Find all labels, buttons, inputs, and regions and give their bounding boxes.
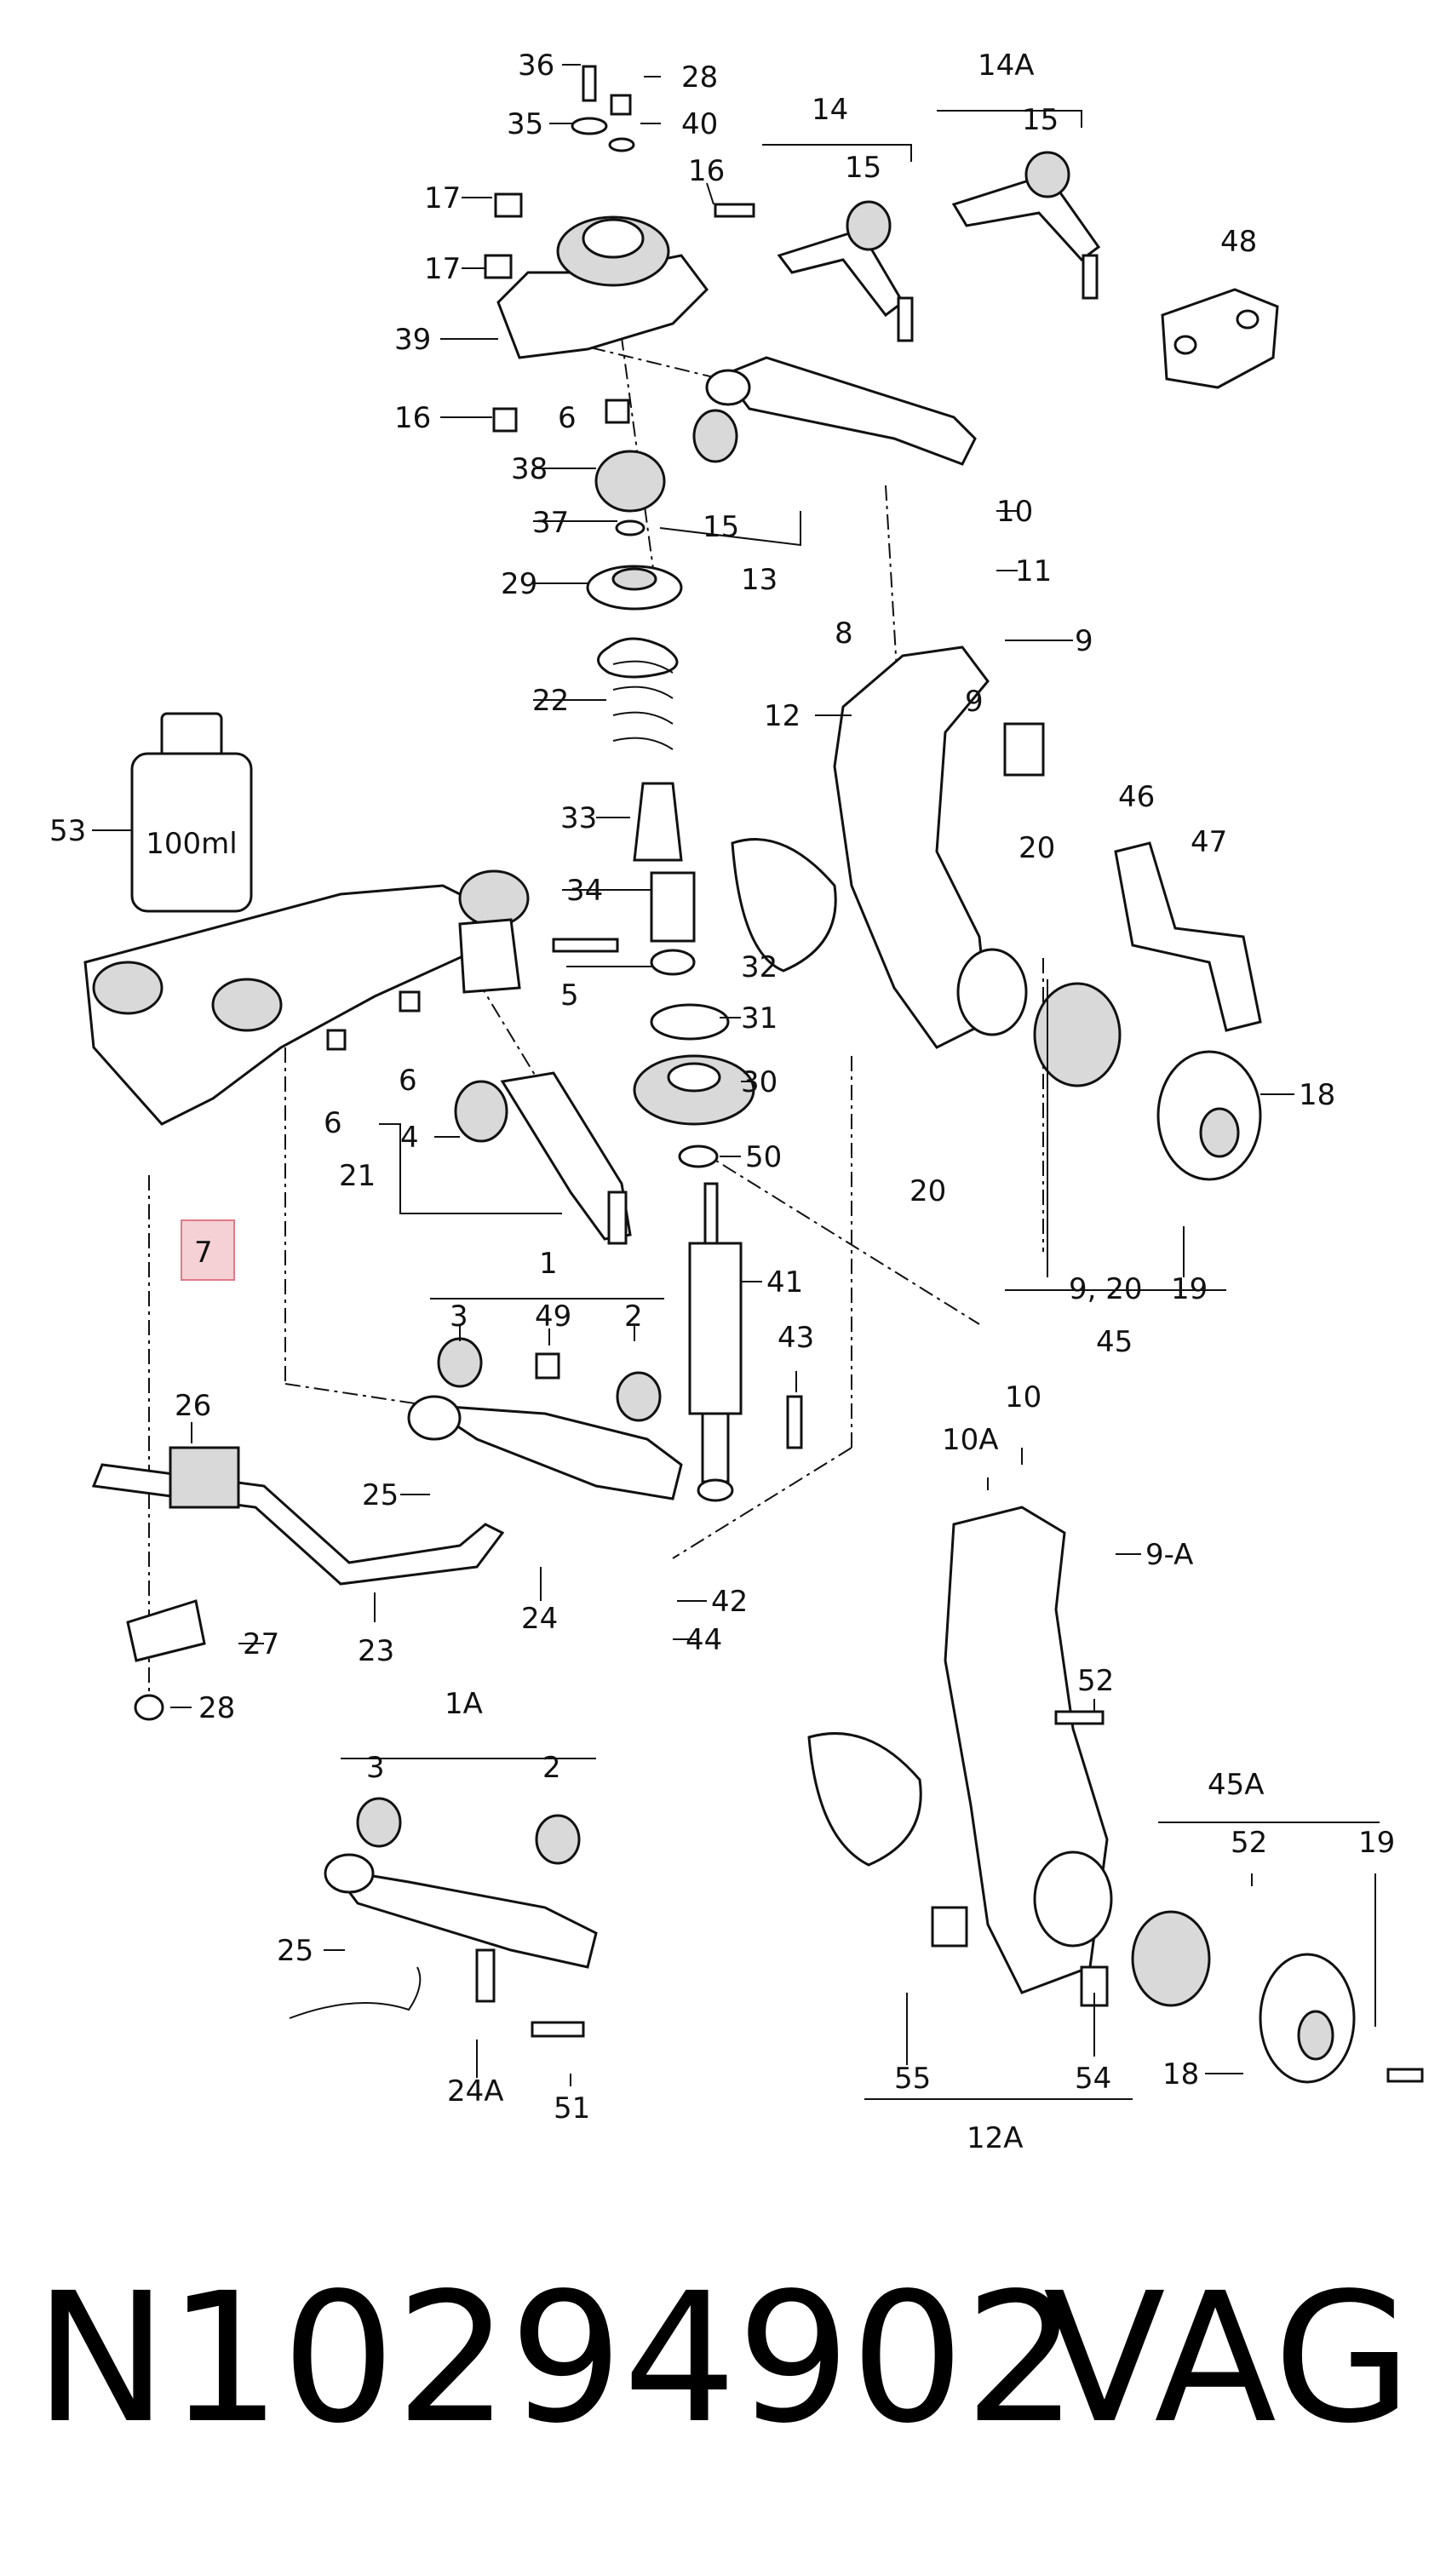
callout: 22 [532,684,569,718]
callout: 29 [501,567,537,601]
callout: 32 [741,950,778,984]
stabilizer-bar [91,1446,505,1721]
brand-name: VAG [1043,2254,1412,2463]
callout: 47 [1191,825,1227,859]
callout: 26 [175,1389,211,1423]
callout: 2 [542,1751,561,1785]
subframe [83,869,619,1126]
bottle-label: 100ml [146,827,237,861]
callout: 38 [511,452,548,486]
callout: 19 [1358,1826,1395,1860]
steering-knuckle [731,645,1262,1181]
callout: 12 [764,699,800,733]
callout: 13 [741,563,778,597]
callout: 28 [198,1691,235,1725]
callout: 54 [1075,2062,1111,2096]
callout: 1A [445,1687,483,1721]
callout: 15 [703,510,739,544]
callout: 37 [532,506,569,540]
callout: 43 [778,1321,814,1355]
callout: 4 [400,1121,419,1155]
callout: 35 [507,107,543,141]
lower-arm-detail [289,1797,598,2038]
callout: 12A [967,2121,1024,2155]
callout: 19 [1171,1272,1208,1306]
knuckle-detail [807,1506,1424,2084]
callout: 25 [277,1934,313,1968]
callout: 45A [1208,1768,1265,1802]
callout: 10A [942,1423,999,1457]
callout: 15 [845,151,881,185]
callout: 17 [424,181,461,215]
callout: 17 [424,252,461,286]
upper-strut-mount [484,65,755,433]
callout: 14A [978,49,1035,83]
callout: 11 [1015,554,1052,588]
callout: 18 [1162,2057,1199,2091]
callout: 30 [741,1065,778,1099]
bracket [1114,841,1262,1032]
callout: 9-A [1145,1538,1193,1572]
callout: 24 [521,1602,558,1636]
callout: 28 [681,60,718,95]
callout: 9, 20 [1069,1272,1143,1306]
coil-spring-assembly [586,450,755,1168]
callout: 25 [362,1478,399,1512]
callout: 9 [1075,624,1093,658]
callout: 9 [965,685,984,719]
callout: 10 [1005,1380,1041,1414]
callout: 10 [996,495,1033,529]
callout: 42 [711,1585,748,1619]
callout-labels: 36 28 35 40 14 14A 15 15 17 16 17 48 39 … [49,49,1395,2155]
callout: 31 [741,1001,778,1036]
callout: 33 [560,801,597,835]
callout: 44 [686,1623,722,1657]
footer: N10294902 VAG [0,2248,1446,2487]
callout: 6 [324,1106,342,1140]
callout: 39 [394,323,431,357]
callout: 27 [243,1627,279,1661]
callout: 5 [560,978,579,1013]
callout: 3 [450,1299,468,1334]
callout: 34 [566,874,603,908]
callout: 2 [624,1299,643,1334]
callout: 16 [394,401,431,435]
callout: 8 [835,617,853,651]
callout-highlighted: 7 [194,1236,213,1270]
part-number: N10294902 [34,2254,1078,2463]
callout: 24A [447,2074,504,2108]
lower-control-arms [407,1071,683,1500]
callout: 14 [812,93,848,127]
callout: 48 [1220,225,1257,259]
highlight-box [181,1219,235,1281]
callout: 21 [339,1159,376,1193]
callout: 52 [1077,1664,1114,1698]
upper-control-arms [692,151,1279,466]
callout: 20 [909,1174,946,1208]
callout: 3 [366,1751,385,1785]
callout: 45 [1096,1325,1133,1359]
callout: 6 [399,1064,417,1098]
callout: 40 [681,107,718,141]
callout: 50 [745,1140,782,1174]
callout: 20 [1019,831,1055,865]
callout: 6 [558,401,577,435]
callout: 23 [358,1634,394,1668]
callout: 49 [535,1299,571,1334]
callout: 16 [688,154,725,188]
callout: 46 [1118,780,1155,814]
fluid-bottle: 100ml [130,712,253,913]
callout: 51 [554,2091,590,2126]
callout: 52 [1231,1826,1267,1860]
callout: 55 [894,2062,931,2096]
callout: 36 [518,49,554,83]
callout: 18 [1299,1078,1335,1112]
leader-lines [92,64,1380,2100]
exploded-parts-diagram: 100ml [49,49,1424,2155]
callout: 53 [49,814,86,848]
shock-absorber [688,1182,803,1502]
callout: 1 [539,1247,558,1281]
callout: 41 [766,1265,803,1299]
callout: 15 [1022,103,1059,137]
